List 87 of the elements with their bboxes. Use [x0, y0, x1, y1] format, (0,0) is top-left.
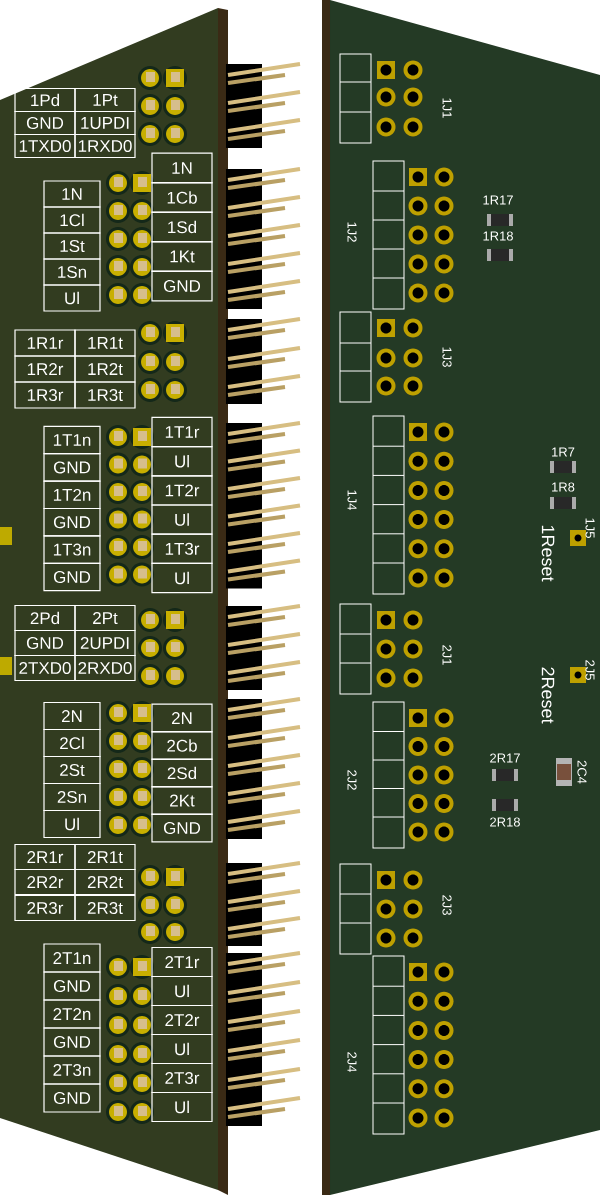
- pin-label: 1TXD0: [14, 133, 76, 159]
- pin-label: 1R1t: [74, 329, 136, 357]
- pin-label: 1R2r: [14, 355, 76, 383]
- pin-label: 1Cb: [151, 182, 213, 213]
- pin-label: 1T3r: [151, 533, 213, 564]
- pin-label: Ul: [43, 284, 101, 312]
- pin-label: 1Sn: [43, 258, 101, 286]
- pin-label: 1Kt: [151, 241, 213, 272]
- reference-label: 1R8: [552, 482, 575, 492]
- pin-label: 2R3t: [74, 894, 136, 922]
- pin-label: 2N: [151, 703, 213, 733]
- pin-label: 1N: [151, 152, 213, 184]
- reference-label: 2J3: [442, 895, 452, 915]
- pin-label: 2RXD0: [74, 654, 136, 682]
- pin-label: GND: [43, 971, 101, 1001]
- reference-label: 1R18: [483, 231, 513, 241]
- pin-label: Ul: [151, 975, 213, 1007]
- reference-label: 1R7: [552, 447, 575, 457]
- pin-label: Ul: [151, 446, 213, 477]
- pin-label: GND: [43, 1027, 101, 1057]
- pin-label: GND: [43, 507, 101, 537]
- reference-label: 2J4: [347, 1052, 357, 1073]
- pin-label: 1T2n: [43, 480, 101, 510]
- pin-label: 2Pd: [14, 604, 76, 632]
- pin-label: GND: [14, 110, 76, 136]
- reference-label: 2J2: [347, 770, 357, 790]
- reference-label: 2J1: [442, 645, 452, 665]
- reference-label: 1J2: [347, 222, 357, 242]
- pin-label: GND: [151, 813, 213, 843]
- pin-label: 1UPDI: [74, 110, 136, 136]
- pin-label: 1R3r: [14, 381, 76, 409]
- pin-label: 1T3n: [43, 535, 101, 564]
- pin-label: 2Sd: [151, 758, 213, 788]
- pin-label: Ul: [151, 1033, 213, 1065]
- pin-label: 2Pt: [74, 604, 136, 632]
- reference-label: 2C4: [577, 760, 587, 784]
- reference-label: 2R18: [490, 817, 520, 827]
- reference-label: 2Reset: [541, 667, 555, 724]
- pin-label: 1T2r: [151, 475, 213, 506]
- reference-label: 2R17: [490, 753, 520, 763]
- pin-label: 1RXD0: [74, 133, 136, 159]
- pin-label: 2UPDI: [74, 629, 136, 657]
- reference-label: 1J4: [347, 490, 357, 511]
- pin-label: 1Pd: [14, 87, 76, 113]
- pin-label: 2Cl: [43, 728, 101, 758]
- pin-label: 1N: [43, 180, 101, 208]
- pin-label: 2St: [43, 755, 101, 785]
- reference-label: 1J5: [585, 518, 595, 538]
- reference-label: 1R17: [483, 195, 513, 205]
- pin-label: 1Sd: [151, 211, 213, 243]
- pin-label: 2Sn: [43, 782, 101, 812]
- pin-label: GND: [43, 453, 101, 482]
- reference-label: 1J3: [442, 347, 452, 367]
- pin-label: GND: [14, 629, 76, 657]
- reference-label: 1Reset: [541, 525, 555, 582]
- pin-label: Ul: [151, 562, 213, 594]
- pin-label: GND: [43, 1083, 101, 1113]
- pin-label: 1R3t: [74, 381, 136, 409]
- reference-label: 2J5: [585, 660, 595, 680]
- pin-label: 1Pt: [74, 87, 136, 113]
- pin-label: 2R2r: [14, 868, 76, 896]
- pin-label: 2R2t: [74, 868, 136, 896]
- pin-label: Ul: [43, 809, 101, 839]
- pin-label: 2R1r: [14, 843, 76, 871]
- pin-label: 1T1r: [151, 416, 213, 448]
- pin-label: 1R1r: [14, 329, 76, 357]
- pin-label: 1T1n: [43, 425, 101, 455]
- pin-label: GND: [43, 562, 101, 592]
- pin-label: 2T2r: [151, 1004, 213, 1036]
- pin-label: 2TXD0: [14, 654, 76, 682]
- pin-label: 2T3r: [151, 1062, 213, 1094]
- pin-label: GND: [151, 270, 213, 302]
- pin-label: Ul: [151, 1091, 213, 1123]
- pin-label: 2Cb: [151, 731, 213, 760]
- reference-label: 1J1: [442, 98, 452, 118]
- pin-label: 2T1r: [151, 946, 213, 978]
- pin-label: 1Cl: [43, 206, 101, 234]
- pin-label: 2R1t: [74, 843, 136, 871]
- pin-label: Ul: [151, 504, 213, 535]
- pin-label: 1R2t: [74, 355, 136, 383]
- pin-label: 2T2n: [43, 999, 101, 1029]
- pin-label: 2N: [43, 701, 101, 731]
- pin-label: 2Kt: [151, 786, 213, 815]
- pin-label: 1St: [43, 232, 101, 260]
- pin-label: 2T1n: [43, 943, 101, 973]
- pin-label: 2R3r: [14, 894, 76, 922]
- pin-label: 2T3n: [43, 1055, 101, 1085]
